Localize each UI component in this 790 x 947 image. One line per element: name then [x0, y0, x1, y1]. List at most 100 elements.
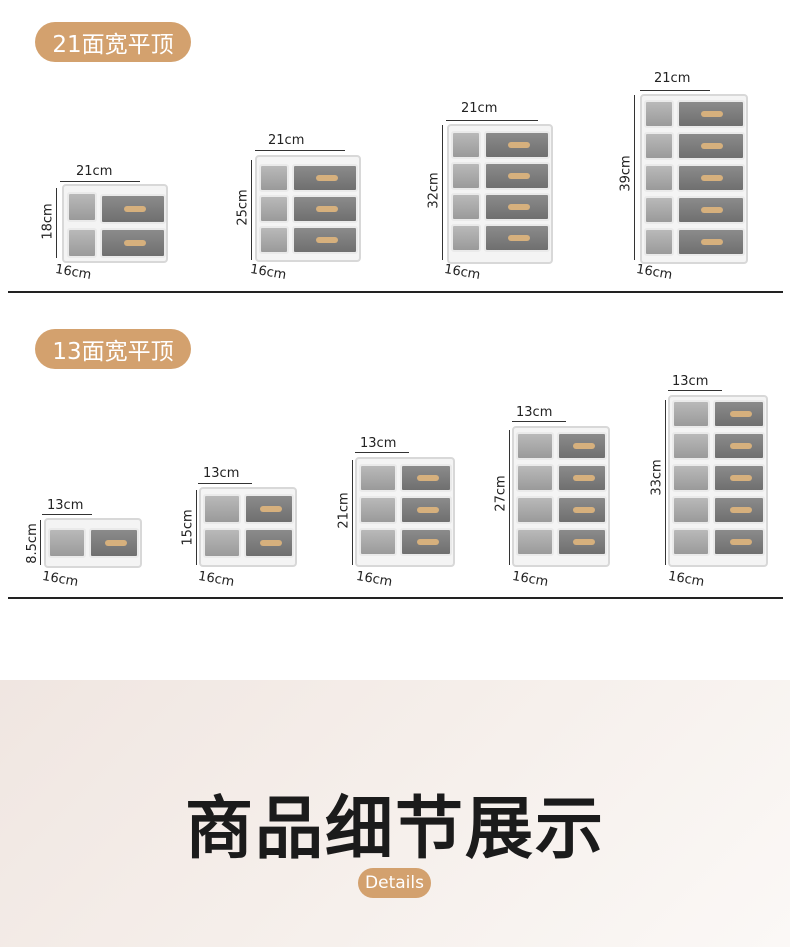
drawer	[713, 464, 765, 492]
section-badge-21: 21面宽平顶	[35, 22, 191, 62]
height-label: 15cm	[180, 509, 196, 546]
width-label: 13cm	[203, 466, 240, 481]
drawer	[67, 228, 97, 258]
drawer	[451, 131, 481, 159]
drawer	[713, 400, 765, 428]
drawer	[259, 226, 289, 254]
width-label: 21cm	[76, 164, 113, 179]
drawer	[100, 194, 166, 224]
drawer	[672, 400, 710, 428]
width-line	[355, 452, 409, 453]
width-label: 13cm	[516, 405, 553, 420]
drawer	[677, 164, 745, 192]
drawer-handle	[730, 475, 752, 481]
drawer	[713, 496, 765, 524]
drawer	[400, 464, 452, 492]
height-label: 27cm	[493, 475, 509, 512]
drawer-handle	[701, 111, 723, 117]
depth-label: 16cm	[248, 261, 288, 284]
drawer	[516, 528, 554, 556]
drawer-handle	[316, 237, 338, 243]
drawer	[244, 528, 294, 558]
drawer-handle	[417, 507, 439, 513]
width-line	[42, 514, 92, 515]
drawer	[359, 496, 397, 524]
drawer	[244, 494, 294, 524]
width-label: 13cm	[672, 374, 709, 389]
drawer	[672, 464, 710, 492]
drawer-handle	[573, 539, 595, 545]
height-line	[196, 490, 197, 565]
drawer	[292, 195, 358, 223]
drawer	[48, 528, 86, 558]
drawer	[451, 193, 481, 221]
drawer	[644, 100, 674, 128]
drawer	[203, 528, 241, 558]
drawer-handle	[124, 240, 146, 246]
drawer	[557, 528, 607, 556]
drawer-handle	[124, 206, 146, 212]
section-badge-13: 13面宽平顶	[35, 329, 191, 369]
drawer	[67, 192, 97, 222]
drawer-handle	[573, 507, 595, 513]
drawer	[644, 132, 674, 160]
section-baseline	[8, 597, 783, 599]
height-label: 33cm	[649, 459, 665, 496]
height-label: 18cm	[40, 203, 56, 240]
drawer	[677, 100, 745, 128]
height-line	[665, 400, 666, 565]
width-label: 21cm	[268, 133, 305, 148]
drawer	[677, 132, 745, 160]
drawer-handle	[508, 173, 530, 179]
drawer-handle	[316, 206, 338, 212]
width-line	[512, 421, 566, 422]
depth-label: 16cm	[53, 261, 93, 284]
section-baseline	[8, 291, 783, 293]
depth-label: 16cm	[510, 568, 550, 591]
height-line	[251, 160, 252, 260]
width-line	[255, 150, 345, 151]
drawer	[557, 464, 607, 492]
width-label: 21cm	[654, 71, 691, 86]
height-label: 8.5cm	[24, 523, 40, 564]
drawer-handle	[260, 540, 282, 546]
drawer-handle	[573, 475, 595, 481]
height-label: 39cm	[618, 155, 634, 192]
drawer	[484, 224, 550, 252]
drawer	[516, 464, 554, 492]
height-label: 32cm	[426, 172, 442, 209]
height-line	[634, 95, 635, 260]
width-line	[668, 390, 722, 391]
drawer	[484, 193, 550, 221]
drawer	[672, 432, 710, 460]
details-banner	[0, 680, 790, 947]
drawer-handle	[701, 239, 723, 245]
drawer	[292, 226, 358, 254]
depth-label: 16cm	[196, 568, 236, 591]
drawer	[359, 528, 397, 556]
height-line	[352, 460, 353, 565]
drawer	[557, 496, 607, 524]
drawer	[484, 131, 550, 159]
drawer-handle	[417, 539, 439, 545]
width-line	[640, 90, 710, 91]
drawer	[203, 494, 241, 524]
drawer	[484, 162, 550, 190]
details-button[interactable]: Details	[358, 868, 431, 898]
drawer	[259, 164, 289, 192]
drawer-handle	[417, 475, 439, 481]
drawer-handle	[730, 411, 752, 417]
height-label: 21cm	[336, 492, 352, 529]
drawer	[451, 162, 481, 190]
drawer	[672, 528, 710, 556]
height-line	[442, 125, 443, 260]
drawer	[713, 432, 765, 460]
drawer	[292, 164, 358, 192]
width-line	[60, 181, 140, 182]
drawer-handle	[730, 443, 752, 449]
drawer	[677, 228, 745, 256]
drawer	[100, 228, 166, 258]
drawer	[400, 496, 452, 524]
depth-label: 16cm	[40, 568, 80, 591]
drawer	[89, 528, 139, 558]
